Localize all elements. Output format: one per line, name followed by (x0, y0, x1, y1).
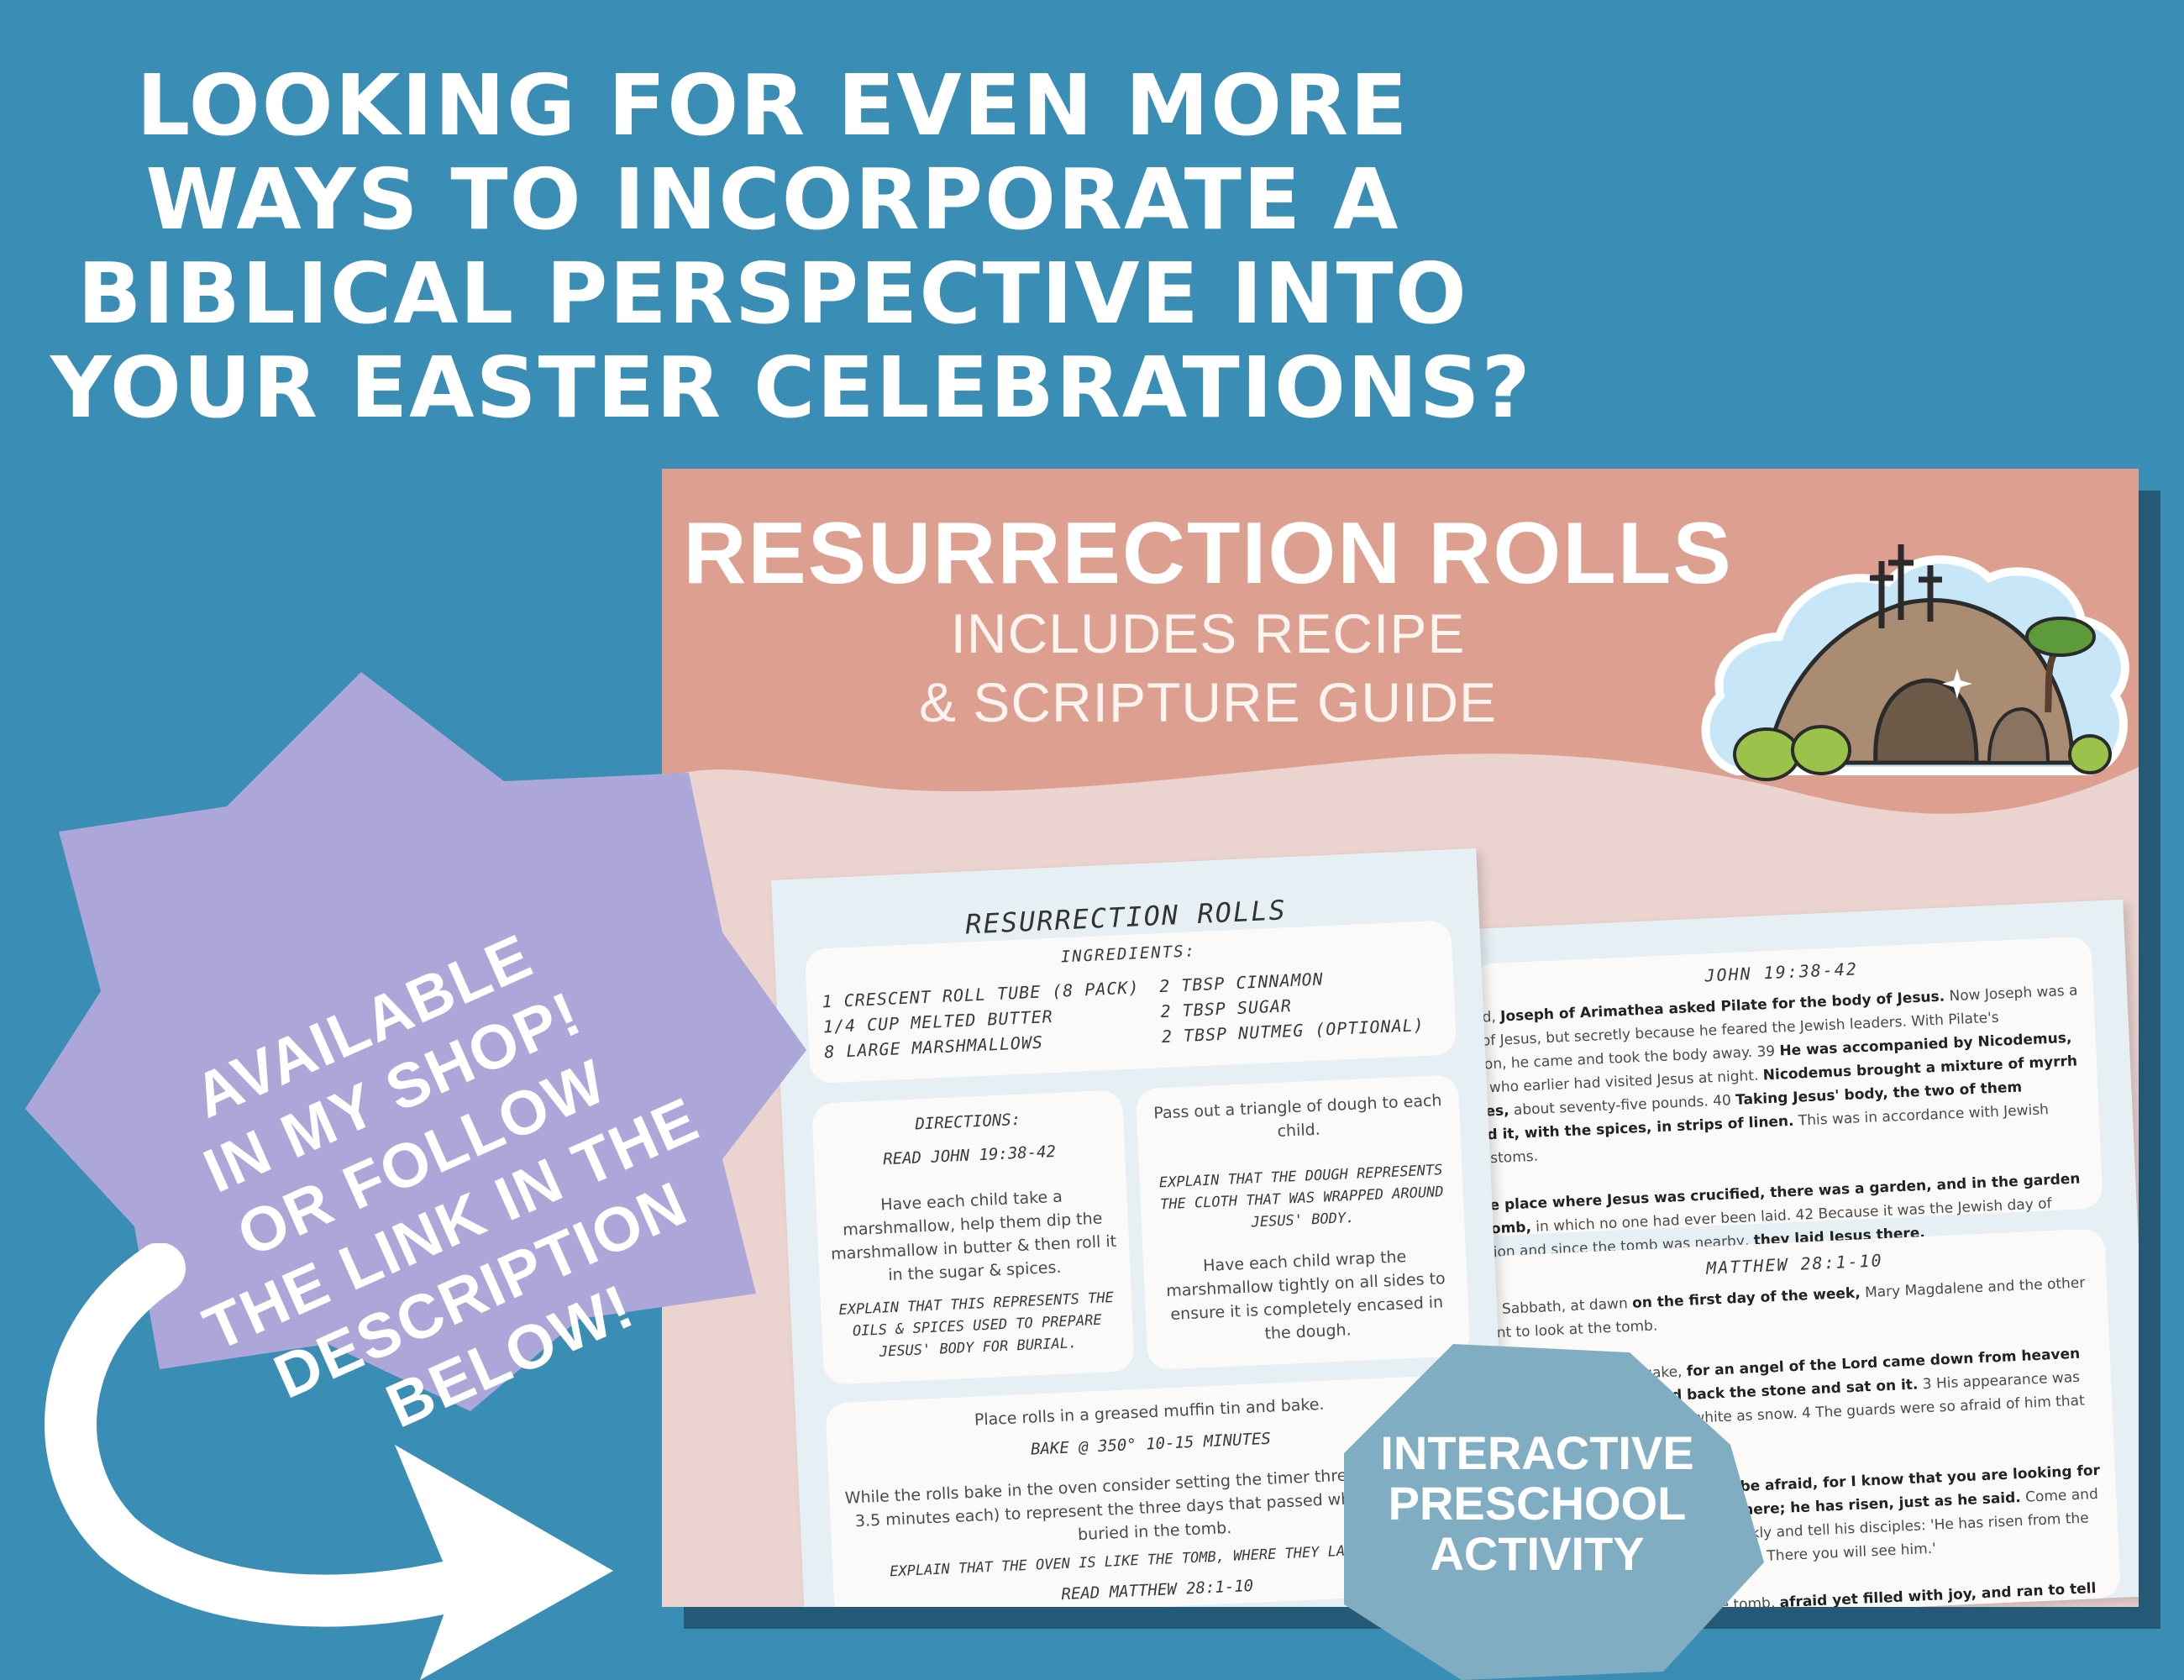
product-subtitle: INCLUDES RECIPE (950, 602, 1466, 664)
direction-step: Pass out a triangle of dough to each chi… (1152, 1091, 1442, 1141)
directions-heading: DIRECTIONS: (914, 1110, 1021, 1134)
explain-note: EXPLAIN THAT THE DOUGH REPRESENTS THE CL… (1158, 1162, 1444, 1231)
explain-note: EXPLAIN THAT THIS REPRESENTS THE OILS & … (838, 1289, 1115, 1361)
headline-line: WAYS TO INCORPORATE A (145, 150, 1400, 249)
badge-line: ACTIVITY (1430, 1527, 1645, 1580)
product-title: RESURRECTION ROLLS (683, 505, 1733, 602)
starburst-shape (25, 672, 806, 1411)
scripture-text: Afterward, Joseph of Arimathea asked Pil… (1421, 982, 2081, 1264)
product-subtitle: & SCRIPTURE GUIDE (918, 671, 1498, 733)
headline-line: BIBLICAL PERSPECTIVE INTO (77, 244, 1468, 343)
scripture-card: JOHN 19:38-42 Afterward, Joseph of Arima… (1421, 936, 2103, 1263)
headline-line: YOUR EASTER CELEBRATIONS? (50, 339, 1532, 437)
directions-card: DIRECTIONS: READ JOHN 19:38-42 Have each… (811, 1089, 1135, 1385)
curved-arrow-icon (45, 1243, 613, 1680)
ingredients-list: 2 TBSP CINNAMON 2 TBSP SUGAR 2 TBSP NUTM… (1159, 962, 1425, 1049)
activity-badge (1344, 1344, 1764, 1680)
scripture-instruction: READ JOHN 19:38-42 (882, 1142, 1057, 1169)
headline: LOOKING FOR EVEN MORE WAYS TO INCORPORAT… (50, 56, 1532, 437)
directions-card: Pass out a triangle of dough to each chi… (1135, 1074, 1471, 1371)
direction-step: Have each child take a marshmallow, help… (830, 1187, 1117, 1285)
tomb-with-crosses-icon (1701, 544, 2129, 781)
ingredients-card: INGREDIENTS: 1 CRESCENT ROLL TUBE (8 PAC… (804, 920, 1457, 1084)
product-mockup: RESURRECTION ROLLS INCLUDES RECIPE & SCR… (662, 469, 2139, 1607)
badge-line: INTERACTIVE (1380, 1426, 1694, 1479)
headline-line: LOOKING FOR EVEN MORE (136, 56, 1410, 155)
ingredients-list: 1 CRESCENT ROLL TUBE (8 PACK) 1/4 CUP ME… (822, 974, 1142, 1064)
badge-line: PRESCHOOL (1388, 1477, 1687, 1530)
activity-badge-text: INTERACTIVE PRESCHOOL ACTIVITY (1319, 1428, 1756, 1579)
